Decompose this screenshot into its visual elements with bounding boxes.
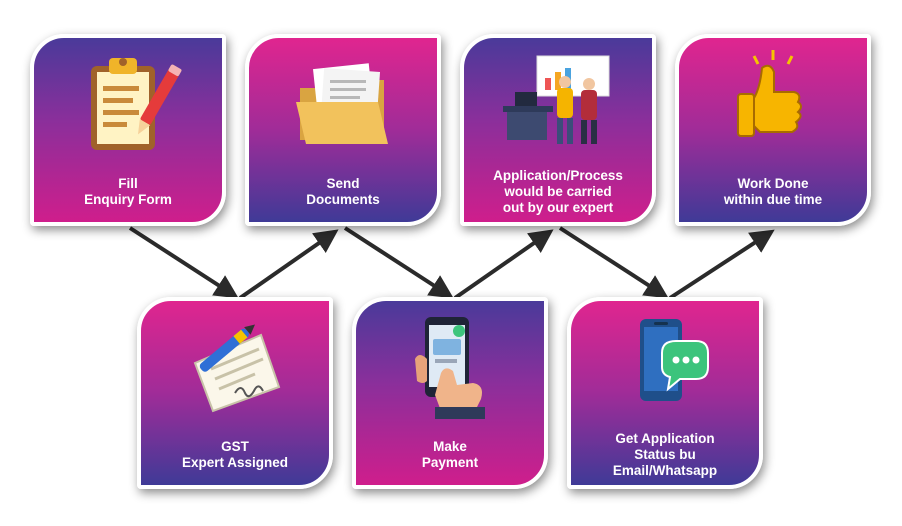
step-label-line: Enquiry Form: [84, 192, 172, 207]
phone-chat-icon: [571, 311, 759, 421]
step-label: Work Done within due time: [685, 176, 861, 208]
step-label-line: Expert Assigned: [181, 455, 289, 470]
arrow-2-to-3: [238, 229, 339, 300]
step-label-line: Send: [326, 176, 360, 191]
step-label: Fill Enquiry Form: [40, 176, 216, 208]
arrow-6-to-7: [668, 229, 775, 300]
step-label-line: out by our expert: [502, 200, 614, 215]
step-label-line: Fill: [118, 176, 138, 191]
step-label: Application/Process would be carried out…: [470, 168, 646, 216]
arrow-3-to-4: [343, 226, 454, 299]
arrow-5-to-6: [558, 226, 669, 299]
experts-meeting-icon: [464, 48, 652, 158]
step-card-gst-expert-assigned: GST Expert Assigned: [137, 297, 333, 489]
step-card-send-documents: Send Documents: [245, 34, 441, 226]
step-card-application-process: Application/Process would be carried out…: [460, 34, 656, 226]
thumbs-up-icon: [679, 48, 867, 158]
clipboard-icon: [34, 48, 222, 158]
step-card-work-done: Work Done within due time: [675, 34, 871, 226]
step-label: GST Expert Assigned: [147, 439, 323, 471]
step-label-line: Status bu: [634, 447, 696, 462]
step-card-make-payment: Make Payment: [352, 297, 548, 489]
step-label: Get Application Status bu Email/Whatsapp: [577, 431, 753, 479]
step-label-line: Get Application: [615, 431, 715, 446]
step-label-line: within due time: [723, 192, 823, 207]
step-label-line: Application/Process: [493, 168, 623, 183]
step-label-line: Make: [433, 439, 467, 454]
step-card-fill-enquiry-form: Fill Enquiry Form: [30, 34, 226, 226]
folder-documents-icon: [249, 48, 437, 158]
step-label-line: Work Done: [737, 176, 809, 191]
step-label: Make Payment: [362, 439, 538, 471]
contract-pen-icon: [141, 311, 329, 421]
step-label-line: would be carried: [504, 184, 612, 199]
arrow-4-to-5: [453, 229, 554, 300]
arrow-1-to-2: [128, 226, 239, 299]
step-label-line: Documents: [306, 192, 380, 207]
step-label-line: Payment: [421, 455, 479, 470]
step-label-line: GST: [221, 439, 249, 454]
step-label: Send Documents: [255, 176, 431, 208]
step-card-get-application-status: Get Application Status bu Email/Whatsapp: [567, 297, 763, 489]
step-label-line: Email/Whatsapp: [612, 463, 718, 478]
mobile-payment-icon: [356, 311, 544, 421]
